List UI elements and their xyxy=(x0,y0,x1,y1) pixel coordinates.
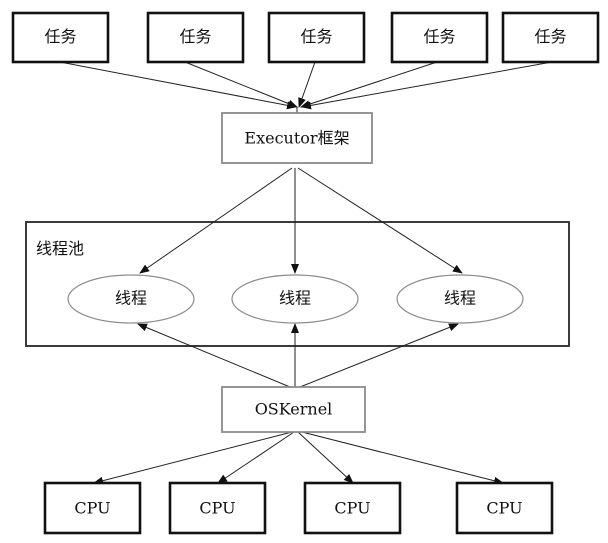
edge-task-1-to-executor xyxy=(59,61,297,110)
edge-kernel-to-thread-1 xyxy=(137,323,291,388)
task-label: 任务 xyxy=(534,27,566,46)
task-box: 任务 xyxy=(390,11,489,64)
edge-executor-to-thread-1 xyxy=(139,167,293,274)
task-label: 任务 xyxy=(423,27,455,46)
edge-task-3-to-executor xyxy=(298,61,316,108)
thread-pool-label: 线程池 xyxy=(36,239,84,258)
edge-kernel-to-cpu-3 xyxy=(297,431,354,484)
thread-node: 线程 xyxy=(396,274,524,324)
task-box: 任务 xyxy=(146,11,245,64)
task-label: 任务 xyxy=(44,27,76,46)
task-box: 任务 xyxy=(267,11,366,64)
kernel-label: OSKernel xyxy=(255,400,333,419)
edge-task-5-to-executor xyxy=(301,61,553,110)
thread-node: 线程 xyxy=(231,274,359,324)
thread-label: 线程 xyxy=(279,289,311,308)
task-label: 任务 xyxy=(179,27,211,46)
edge-task-2-to-executor xyxy=(184,61,298,108)
cpu-box: CPU xyxy=(303,481,402,535)
cpu-label: CPU xyxy=(74,499,110,518)
thread-node: 线程 xyxy=(67,274,195,324)
cpu-label: CPU xyxy=(199,499,235,518)
edge-kernel-to-cpu-2 xyxy=(217,431,295,484)
cpu-box: CPU xyxy=(455,481,554,535)
edge-kernel-to-cpu-4 xyxy=(301,431,504,485)
edge-kernel-to-cpu-1 xyxy=(93,431,293,485)
cpu-box: CPU xyxy=(43,481,142,535)
kernel-box: OSKernel xyxy=(221,386,366,433)
task-box: 任务 xyxy=(11,11,110,64)
cpu-label: CPU xyxy=(486,499,522,518)
edge-task-4-to-executor xyxy=(300,61,438,108)
executor-label: Executor框架 xyxy=(244,129,349,148)
cpu-label: CPU xyxy=(334,499,370,518)
edge-kernel-to-thread-3 xyxy=(299,323,459,388)
edge-executor-to-thread-3 xyxy=(297,167,463,274)
thread-label: 线程 xyxy=(115,289,147,308)
task-label: 任务 xyxy=(300,27,332,46)
thread-label: 线程 xyxy=(444,289,476,308)
executor-box: Executor框架 xyxy=(221,112,373,164)
cpu-box: CPU xyxy=(168,481,267,535)
task-box: 任务 xyxy=(501,11,600,64)
